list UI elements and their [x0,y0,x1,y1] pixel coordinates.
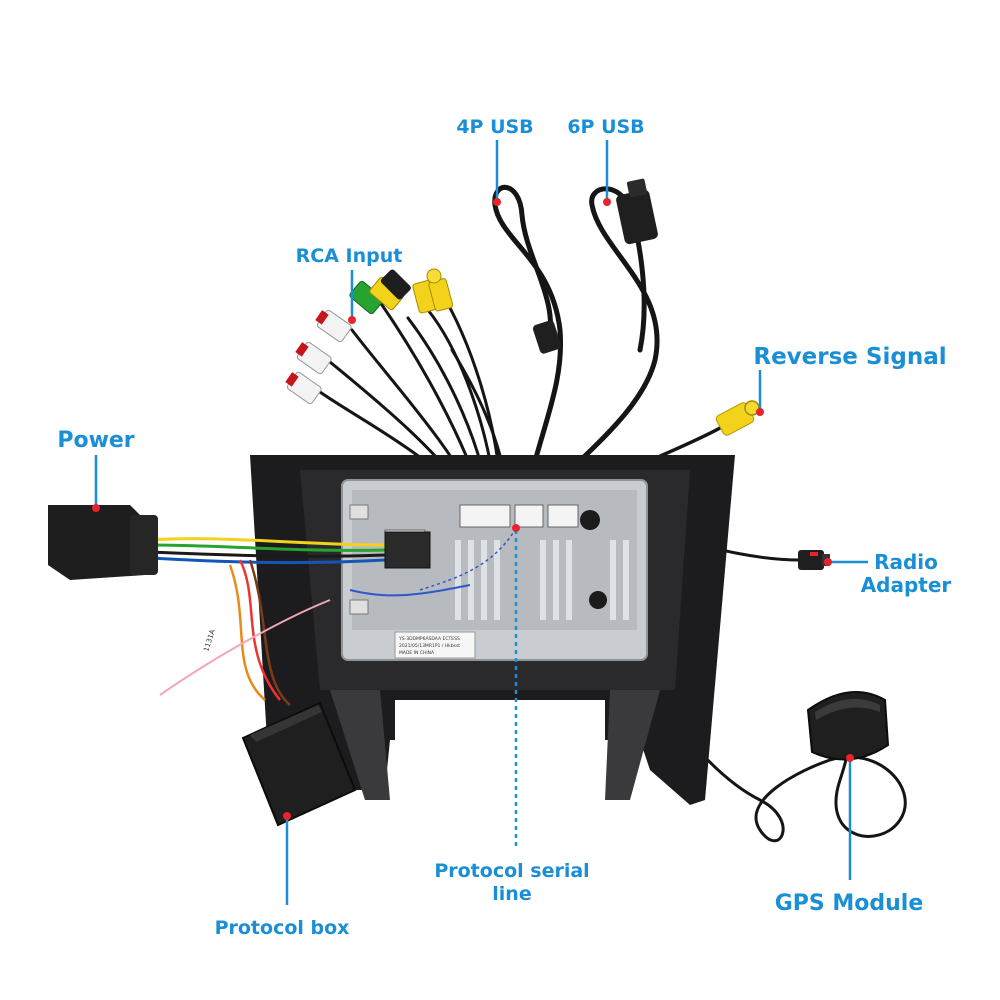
label-rca-input: RCA Input [296,245,403,267]
usb-6p-connector [616,189,658,245]
sticker-line-3: MADE IN CHINA [399,650,435,656]
leader-reverse-signal [756,370,764,416]
usb-6p-cable [532,178,660,513]
leader-gps-module [846,754,854,880]
power-connector [48,505,145,580]
leader-radio-adapter [824,558,868,566]
sticker-line-1: YS-3DDMP6ASDAA ECTESS [398,636,460,642]
leader-4p-usb [493,140,501,206]
label-radio-adapter-line1: Radio [874,550,938,574]
label-reverse-signal: Reverse Signal [753,344,946,370]
power-harness: 1131A [48,505,516,706]
usb-4p-connector [532,320,562,354]
label-gps-module: GPS Module [775,891,924,916]
usb-4p-cable [492,185,564,511]
side-tag: 1131A [202,628,217,652]
gps-module-device [806,691,890,761]
label-radio-adapter-line2: Adapter [861,573,952,597]
label-protocol-serial-line2: line [492,883,531,905]
leader-power [92,455,100,512]
leader-protocol-box [283,812,291,905]
leader-6p-usb [603,140,611,206]
label-power: Power [57,428,134,453]
sticker-line-2: 2021/05/13MR1P1 / Hkbsst [399,643,460,649]
leader-protocol-serial [512,524,520,850]
label-protocol-box: Protocol box [215,917,350,939]
gps-cable [596,598,907,843]
protocol-box-device [241,701,357,827]
label-4p-usb: 4P USB [456,116,533,138]
label-protocol-serial-line1: Protocol serial [434,860,589,882]
head-unit-chassis: YS-3DDMP6ASDAA ECTESS 2021/05/13MR1P1 / … [341,479,648,661]
chassis-sticker [394,631,476,659]
leader-rca-input [348,270,356,324]
label-6p-usb: 6P USB [567,116,644,138]
